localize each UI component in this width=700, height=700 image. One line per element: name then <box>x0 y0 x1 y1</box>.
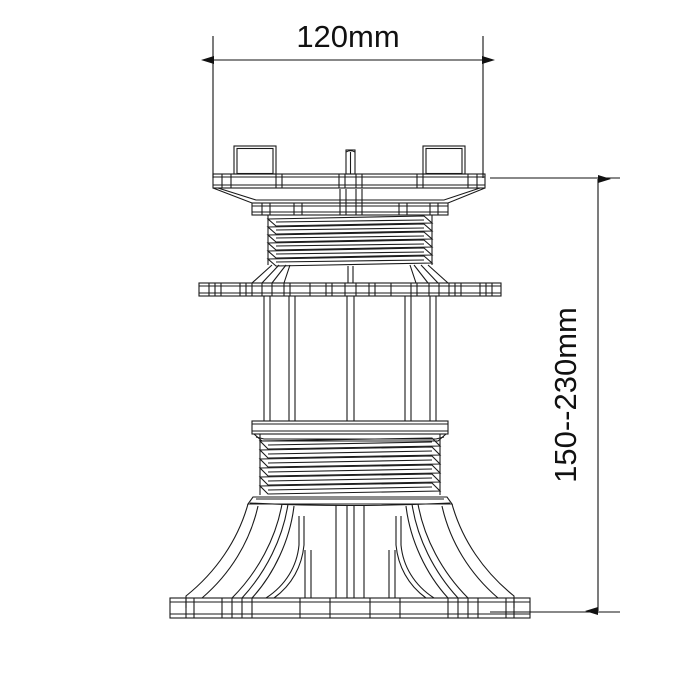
conical-base <box>185 496 515 608</box>
width-dimension-label: 120mm <box>296 19 399 54</box>
lower-threaded-section <box>258 434 442 495</box>
center-pin <box>345 149 356 175</box>
middle-flange-disc <box>198 264 502 297</box>
upper-threaded-section <box>266 215 434 267</box>
width-dimension <box>201 36 495 178</box>
height-dimension-label: 150--230mm <box>548 307 583 483</box>
base-plate <box>169 597 531 619</box>
top-plate-under-ring <box>251 189 449 216</box>
ribbed-column <box>263 296 437 421</box>
top-plate <box>212 173 486 204</box>
height-dimension <box>490 175 620 615</box>
